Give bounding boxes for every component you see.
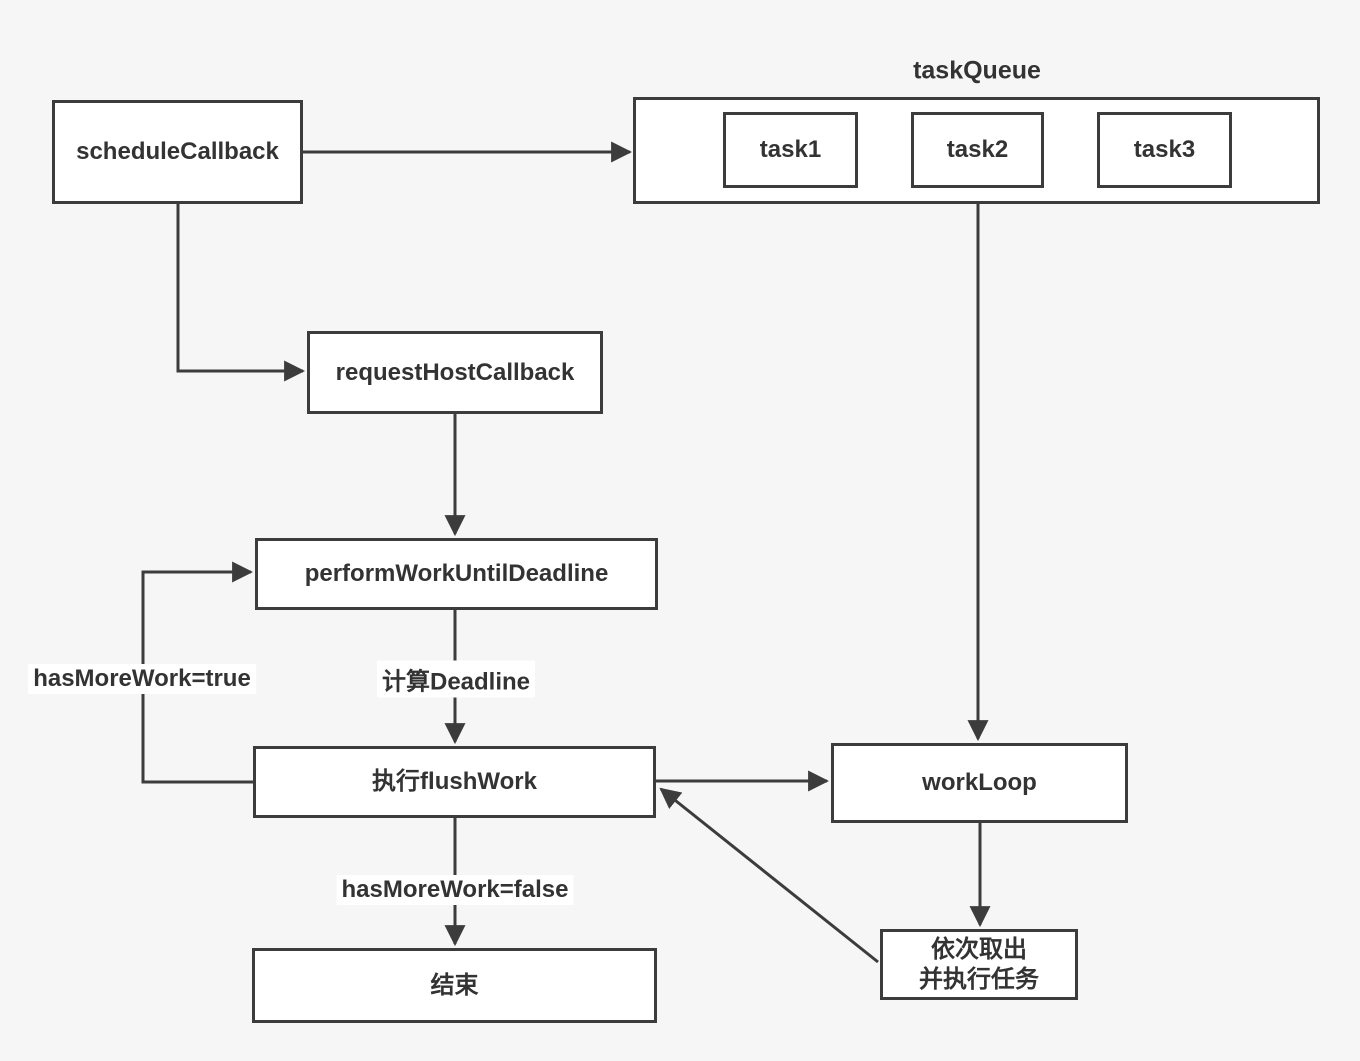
node-perform-work-until-deadline: performWorkUntilDeadline — [255, 538, 658, 610]
node-task2-label: task2 — [946, 136, 1009, 163]
node-task1-label: task1 — [759, 136, 822, 163]
node-schedule-callback: scheduleCallback — [52, 100, 303, 204]
node-task2: task2 — [911, 112, 1044, 188]
node-task1: task1 — [723, 112, 858, 188]
node-flush-work: 执行flushWork — [253, 746, 656, 818]
edge-dequeue-to-flushwork — [659, 787, 879, 964]
node-dequeue-and-run-tasks-label: 依次取出 并执行任务 — [919, 935, 1039, 995]
node-flush-work-label: 执行flushWork — [372, 768, 537, 795]
node-dequeue-line1: 依次取出 — [931, 935, 1027, 963]
edge-label-has-more-work-false: hasMoreWork=false — [336, 875, 574, 905]
node-schedule-callback-label: scheduleCallback — [76, 138, 279, 165]
node-perform-work-until-deadline-label: performWorkUntilDeadline — [304, 560, 609, 587]
node-task3: task3 — [1097, 112, 1232, 188]
node-work-loop-label: workLoop — [922, 769, 1037, 796]
node-task3-label: task3 — [1133, 136, 1196, 163]
node-dequeue-line2: 并执行任务 — [919, 965, 1039, 993]
node-request-host-callback: requestHostCallback — [307, 331, 603, 414]
node-end: 结束 — [252, 948, 657, 1023]
node-dequeue-and-run-tasks: 依次取出 并执行任务 — [880, 929, 1078, 1000]
node-work-loop: workLoop — [831, 743, 1128, 823]
edge-schedulecallback-to-requesthostcallback — [176, 204, 306, 382]
node-end-label: 结束 — [430, 971, 479, 999]
task-queue-title: taskQueue — [913, 56, 1041, 85]
edge-label-has-more-work-true: hasMoreWork=true — [28, 664, 256, 694]
node-request-host-callback-label: requestHostCallback — [335, 358, 575, 386]
edge-label-compute-deadline: 计算Deadline — [376, 660, 536, 698]
